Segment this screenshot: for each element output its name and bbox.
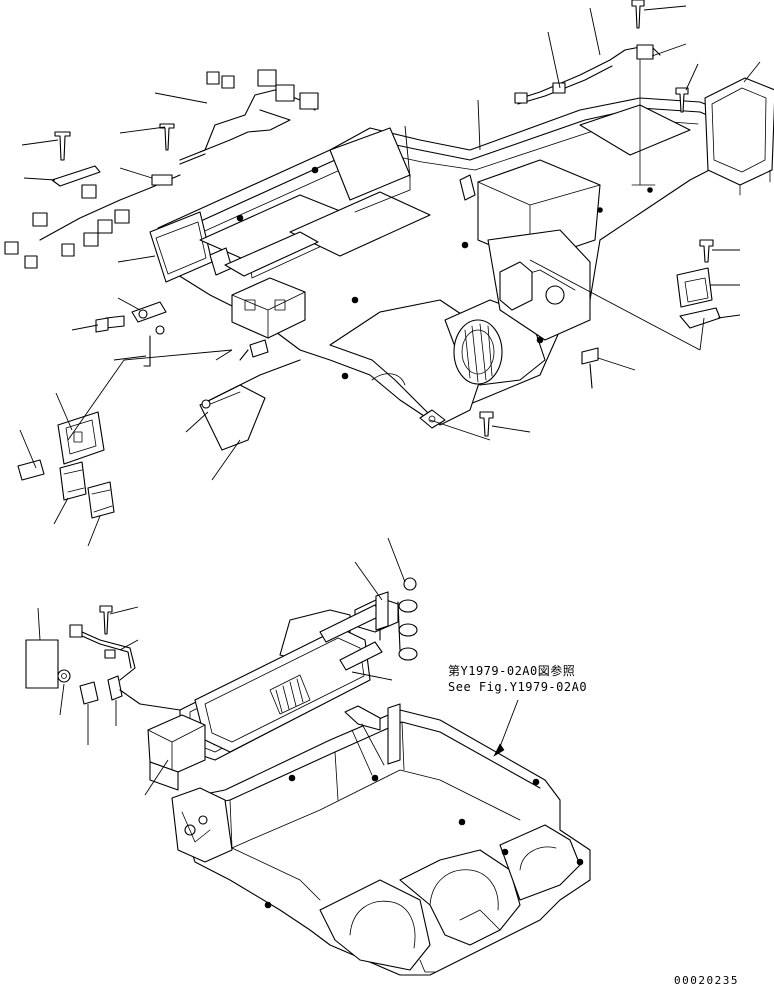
loose-parts-lower bbox=[25, 605, 181, 711]
leader-lines-upper bbox=[19, 5, 761, 547]
duct-housing-upper bbox=[149, 77, 774, 429]
leader-lines-lower bbox=[37, 537, 519, 796]
reference-note-japanese: 第Y1979-02A0図参照 bbox=[448, 664, 576, 678]
loose-parts-upper bbox=[17, 0, 721, 519]
drawing-number: 00020235 bbox=[674, 974, 739, 987]
reference-note-english: See Fig.Y1979-02A0 bbox=[448, 680, 588, 694]
wire-harness-upper bbox=[4, 44, 661, 269]
unit-case-lower bbox=[147, 577, 591, 976]
